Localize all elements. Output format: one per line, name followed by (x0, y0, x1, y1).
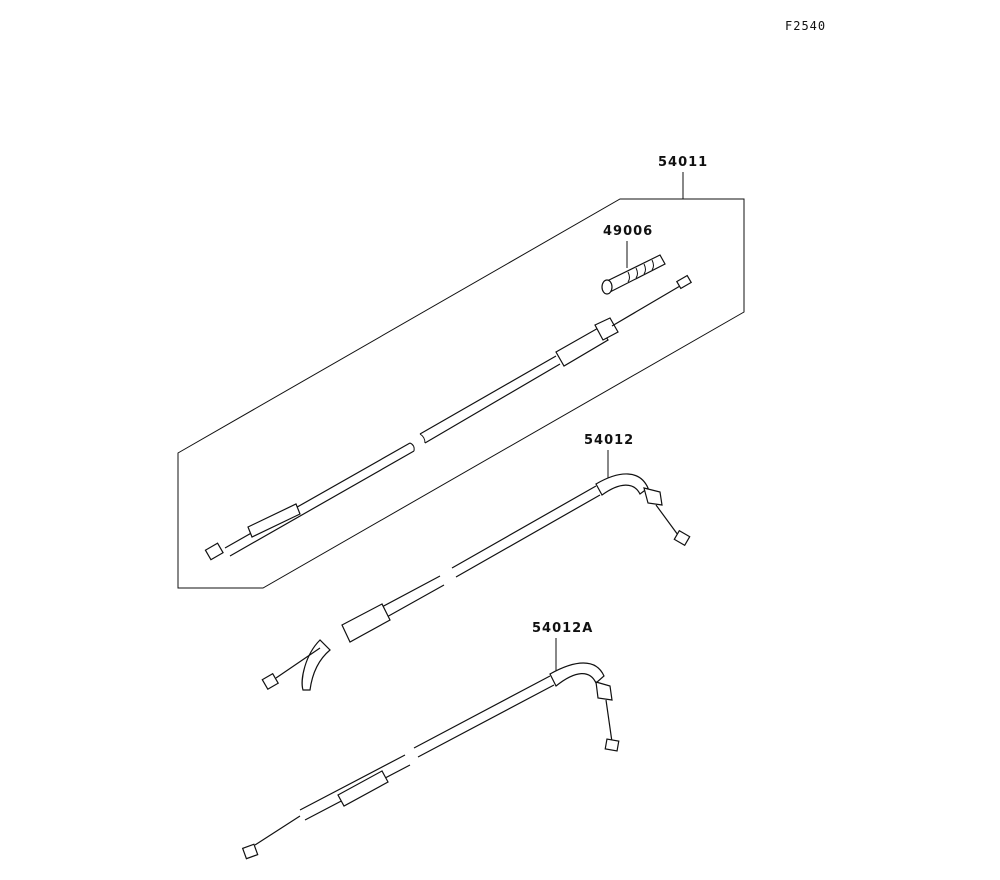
figure-code: F2540 (785, 19, 827, 33)
part-label-49006: 49006 (603, 224, 654, 239)
part-label-54011: 54011 (658, 155, 709, 170)
part-54012-cable (261, 473, 691, 691)
part-54012a-cable (241, 662, 620, 860)
part-label-54012A: 54012A (532, 621, 594, 636)
part-label-54012: 54012 (584, 433, 635, 448)
part-49006-sleeve (601, 254, 666, 295)
part-54011-cable (204, 274, 693, 561)
assembly-box-54011 (177, 198, 745, 589)
